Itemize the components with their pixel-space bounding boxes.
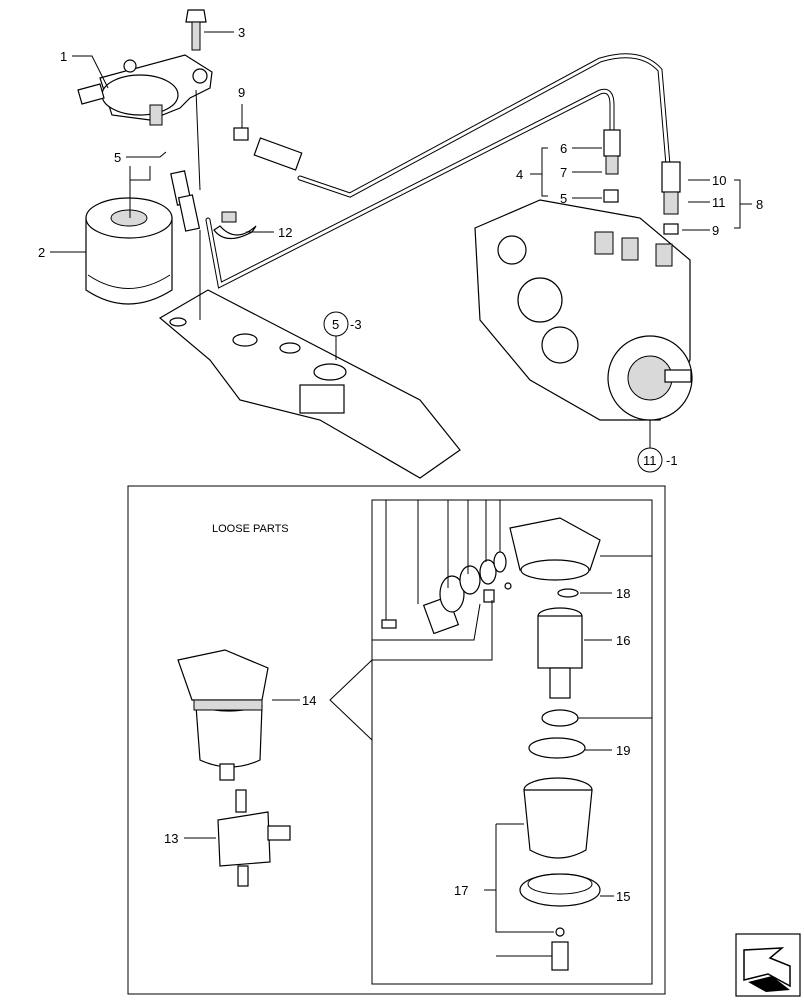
hose-9 [233,127,303,171]
washer-5 [603,189,619,203]
ref-11-1[interactable]: 11 -1 [637,447,678,473]
bolt-3 [185,9,207,51]
callout-16: 16 [616,633,630,648]
manifold-bracket [158,289,461,479]
ref-5-3-suffix: -3 [350,317,362,332]
o-ring-19 [528,737,586,759]
filter-head [77,54,213,126]
callout-4: 4 [516,167,523,182]
callout-1: 1 [60,49,67,64]
callout-17: 17 [454,883,468,898]
ref-11-1-suffix: -1 [666,453,678,468]
callout-19: 19 [616,743,630,758]
gasket-set [381,551,512,635]
element-16 [537,607,583,699]
bowl-17 [523,777,593,859]
small-o-ring [555,927,565,937]
loose-parts-frame [127,485,666,995]
loose-parts-title: LOOSE PARTS [212,523,289,535]
washer-9 [663,223,679,235]
callout-11: 11 [712,195,726,210]
fitting-10-11 [661,161,681,215]
callout-9-right: 9 [712,223,719,238]
callout-18: 18 [616,586,630,601]
ref-5-3[interactable]: 5 -3 [323,311,362,337]
ring-nut-15 [519,873,601,907]
drain-plug [551,941,569,971]
injection-pump [474,199,693,421]
fitting-6-7 [603,129,621,175]
loose-parts-inner-frame [371,499,653,985]
inline-filter-13 [217,789,291,887]
callouts: 1 3 9 5 2 12 6 7 4 5 10 11 8 9 14 13 18 … [38,25,763,904]
callout-5-right: 5 [560,191,567,206]
callout-8: 8 [756,197,763,212]
callout-14: 14 [302,693,316,708]
arrow-nav-icon[interactable] [735,933,801,997]
callout-15: 15 [616,889,630,904]
callout-6: 6 [560,141,567,156]
ref-5-3-number: 5 [332,317,339,332]
fuel-lines [205,53,671,289]
hose-5 [170,170,201,232]
fuel-filter-assembly-14 [177,649,269,781]
ring-piece [541,709,579,727]
exploded-head [509,517,601,581]
ref-11-1-number: 11 [643,453,657,468]
callout-10: 10 [712,173,726,188]
o-ring-18 [557,588,579,598]
callout-2: 2 [38,245,45,260]
callout-3: 3 [238,25,245,40]
callout-12: 12 [278,225,292,240]
leader-lines [50,31,752,957]
callout-13: 13 [164,831,178,846]
callout-7: 7 [560,165,567,180]
callout-5-left: 5 [114,150,121,165]
callout-9-top: 9 [238,85,245,100]
filter-cartridge [85,197,173,305]
clamp-12 [213,211,257,240]
